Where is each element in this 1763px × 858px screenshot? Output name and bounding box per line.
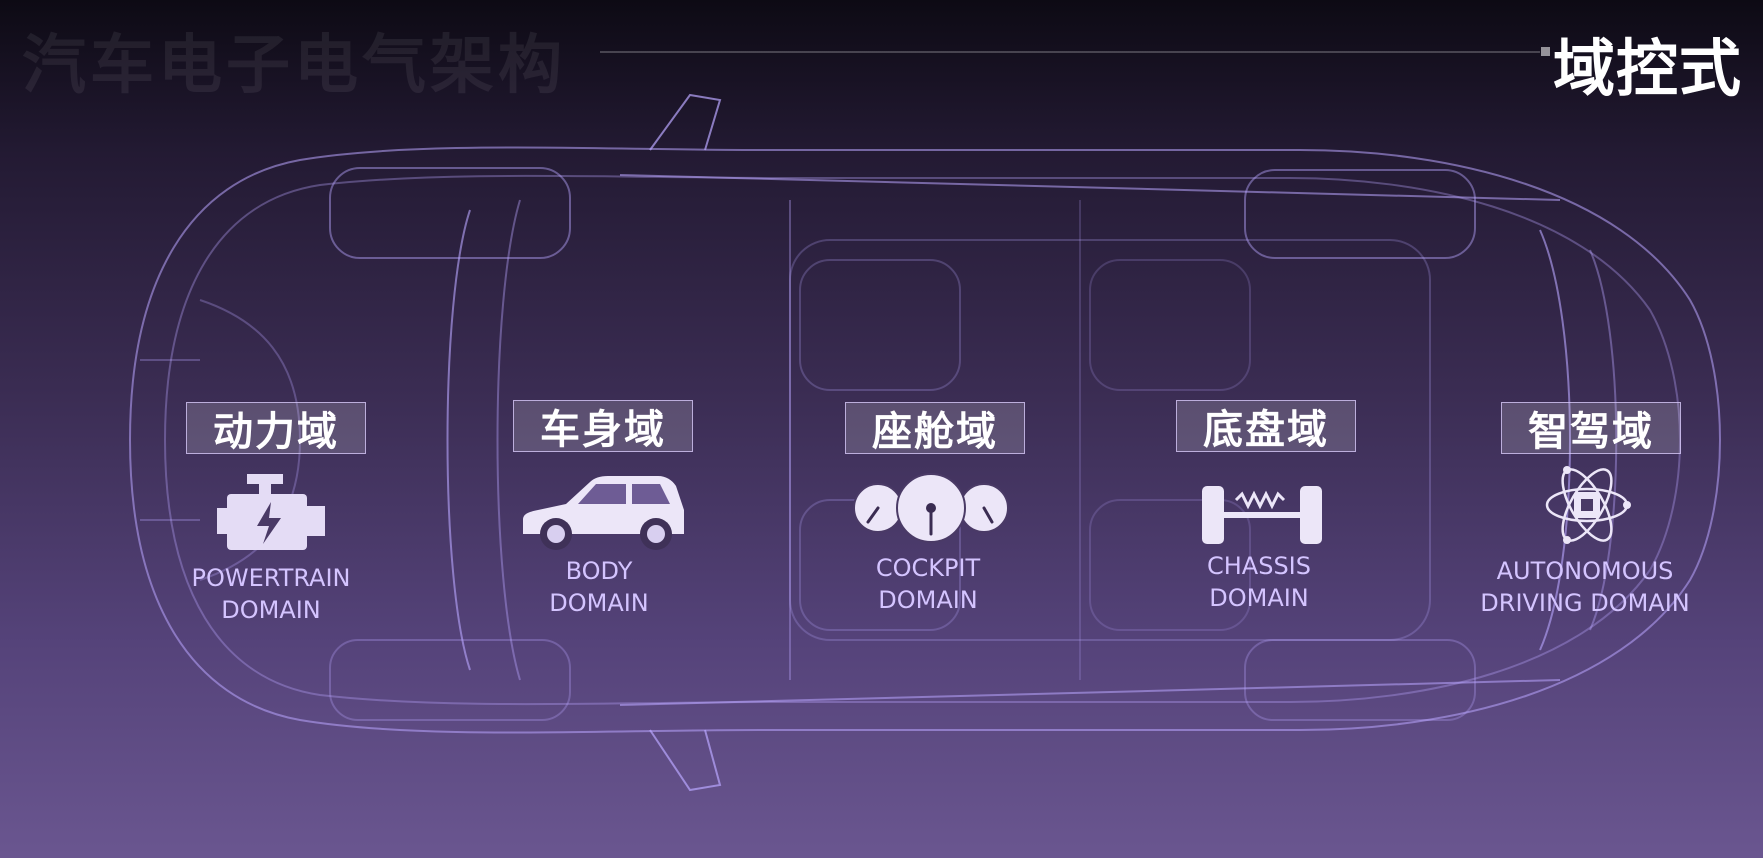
- autonomous-domain-english: AUTONOMOUS DRIVING DOMAIN: [1480, 557, 1690, 617]
- autonomous-domain-label-text: 智驾域: [1528, 409, 1654, 455]
- powertrain-domain-label: 动力域: [186, 402, 366, 455]
- chip-atom-icon: [1545, 466, 1631, 544]
- chassis-domain-english: CHASSIS DOMAIN: [1206, 552, 1311, 612]
- cockpit-domain-label: 座舱域: [845, 402, 1025, 455]
- chassis-icon: [1202, 486, 1322, 544]
- header-divider-endpoint: [1541, 47, 1550, 56]
- chassis-domain-label: 底盘域: [1176, 400, 1356, 453]
- cockpit-domain-english: COCKPIT DOMAIN: [875, 554, 981, 614]
- car-icon: [523, 476, 684, 550]
- page-title: 域控式: [1553, 32, 1743, 105]
- powertrain-domain-english: POWERTRAIN DOMAIN: [191, 564, 351, 624]
- header-divider: [600, 51, 1540, 53]
- engine-icon: [217, 474, 325, 550]
- body-domain-label-text: 车身域: [540, 407, 666, 453]
- powertrain-domain-label-text: 动力域: [213, 409, 339, 455]
- gauges-icon: [853, 473, 1009, 543]
- cockpit-domain-label-text: 座舱域: [872, 409, 998, 455]
- autonomous-domain-label: 智驾域: [1501, 402, 1681, 455]
- body-domain-english: BODY DOMAIN: [549, 557, 649, 617]
- chassis-domain-label-text: 底盘域: [1203, 407, 1329, 453]
- faded-section-title: 汽车电子电气架构: [22, 29, 566, 103]
- body-domain-label: 车身域: [513, 400, 693, 453]
